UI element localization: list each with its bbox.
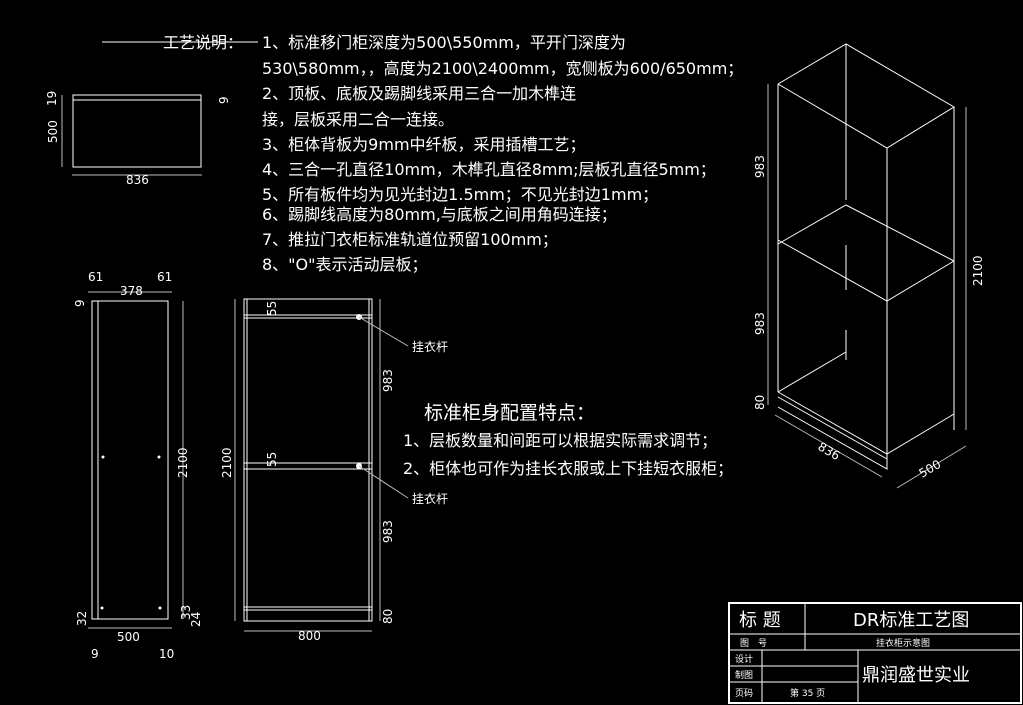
note-line: 6、踢脚线高度为80mm,与底板之间用角码连接；	[262, 205, 617, 224]
dim-left: 61	[88, 270, 103, 284]
rod-label: 挂衣杆	[412, 491, 448, 506]
dim-bottom-right: 10	[159, 647, 174, 661]
hole-mark	[157, 455, 161, 459]
tb-design-label: 设计	[735, 653, 753, 665]
process-notes: 工艺说明： 1、标准移门柜深度为500\550mm，平开门深度为 530\580…	[102, 33, 743, 274]
note-line: 2、顶板、底板及踢脚线采用三合一加木榫连	[262, 84, 576, 103]
iso-shelf	[777, 239, 955, 302]
hole-mark	[101, 455, 105, 459]
hole-mark	[158, 606, 162, 610]
dim-line	[774, 414, 883, 478]
tb-company: 鼎润盛世实业	[862, 665, 970, 686]
dim-base: 80	[753, 395, 767, 410]
leader-line	[358, 316, 409, 347]
iso-top	[777, 43, 955, 149]
note-line: 7、推拉门衣柜标准轨道位预留100mm；	[262, 230, 558, 249]
side-outline	[91, 300, 169, 620]
note-line: 1、标准移门柜深度为500\550mm，平开门深度为	[262, 33, 626, 52]
dim-mid: 378	[120, 284, 143, 298]
front-view: 2100 55 983 55 983 80 800 挂衣杆 挂衣杆	[220, 298, 448, 643]
note-line: 4、三合一孔直径10mm，木榫孔直径8mm;层板孔直径5mm；	[262, 160, 716, 179]
dim-height: 2100	[176, 447, 190, 478]
dim-width: 836	[816, 439, 843, 463]
top-plan-view: 19 500 9 836	[45, 91, 231, 187]
feature-item: 2、柜体也可作为挂长衣服或上下挂短衣服柜；	[403, 459, 733, 478]
dim-b3: 24	[189, 612, 203, 627]
tb-row-value: 挂衣柜示意图	[876, 637, 930, 649]
rod-label: 挂衣杆	[412, 339, 448, 354]
note-line: 8、"O"表示活动层板；	[262, 255, 428, 274]
dim-line	[896, 445, 967, 489]
dim-b2: 33	[179, 605, 193, 620]
tb-title-label: 标 题	[739, 610, 781, 631]
iso-base	[777, 391, 955, 455]
isometric-view: 983 983 80 2100 836 500	[753, 43, 985, 489]
dim-depth: 500	[46, 120, 60, 143]
dim-depth: 500	[917, 457, 944, 481]
iso-shelf-back	[777, 204, 955, 262]
dim-width: 800	[298, 629, 321, 643]
note-line: 5、所有板件均为见光封边1.5mm；不见光封边1mm；	[262, 185, 658, 204]
title-block: 标 题 DR标准工艺图 图 号 挂衣柜示意图 设计 制图 页码 第 35 页 鼎…	[728, 602, 1022, 704]
dim-top: 9	[73, 299, 87, 307]
tb-page-value: 第 35 页	[790, 687, 825, 699]
dim-c1: 983	[381, 369, 395, 392]
dim-c2: 983	[381, 520, 395, 543]
dim-b1: 32	[75, 611, 89, 626]
tb-title-value: DR标准工艺图	[853, 610, 969, 631]
hole-mark	[100, 606, 104, 610]
leader-line	[358, 465, 409, 499]
dim-height: 2100	[220, 447, 234, 478]
tb-page-label: 页码	[735, 688, 753, 699]
title-block-frame	[728, 602, 1022, 704]
dim-right: 9	[217, 96, 231, 104]
notes-heading: 工艺说明：	[163, 33, 243, 52]
dim-width: 500	[117, 630, 140, 644]
dim-bottom-left: 9	[91, 647, 99, 661]
features-block: 标准柜身配置特点： 1、层板数量和间距可以根据实际需求调节； 2、柜体也可作为挂…	[403, 402, 733, 478]
iso-kick	[777, 396, 888, 470]
dim-base: 80	[381, 609, 395, 624]
tb-row-label: 图 号	[740, 638, 767, 649]
tb-draw-label: 制图	[735, 669, 753, 681]
dim-width: 836	[126, 173, 149, 187]
note-line: 接，层板采用二合一连接。	[262, 110, 454, 129]
dim-s2: 55	[265, 452, 279, 467]
note-line: 530\580mm，，高度为2100\2400mm，宽侧板为600/650mm；	[262, 59, 743, 78]
top-plan-outline	[72, 94, 202, 168]
side-view: 61 378 61 9 2100 32 33 24 500 9 10	[73, 270, 203, 661]
iso-base-back	[777, 351, 847, 393]
dim-c1: 983	[753, 155, 767, 178]
dim-s1: 55	[265, 301, 279, 316]
front-outline	[243, 298, 373, 622]
note-line: 3、柜体背板为9mm中纤板，采用插槽工艺；	[262, 135, 586, 154]
features-title: 标准柜身配置特点：	[424, 402, 595, 424]
dim-height: 2100	[971, 255, 985, 286]
dim-c2: 983	[753, 312, 767, 335]
dim-right: 61	[157, 270, 172, 284]
feature-item: 1、层板数量和间距可以根据实际需求调节；	[403, 431, 717, 450]
dim-depth-top: 19	[45, 91, 59, 106]
